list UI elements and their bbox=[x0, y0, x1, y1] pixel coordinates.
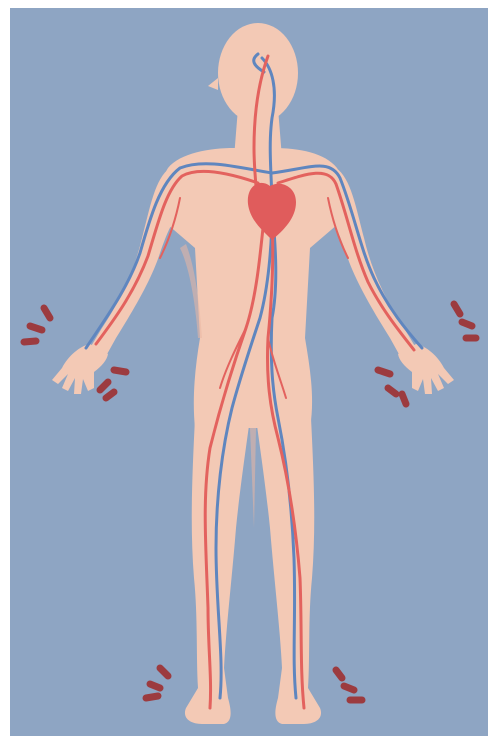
illustration-panel bbox=[10, 8, 488, 736]
circulatory-system-illustration bbox=[10, 8, 488, 736]
